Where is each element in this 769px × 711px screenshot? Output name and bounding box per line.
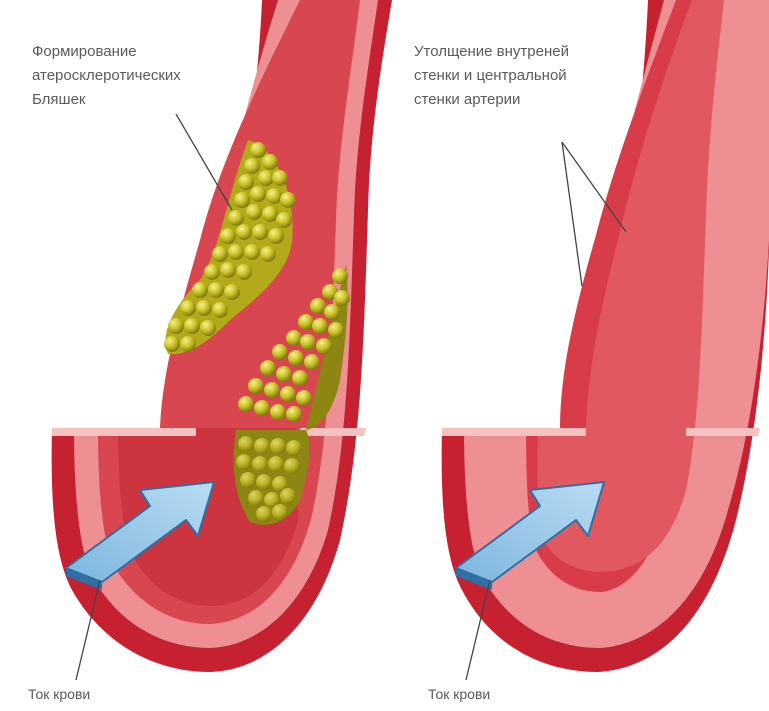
plaque-formation-label: Формирование атеросклеротических Бляшек (32, 40, 222, 112)
right-artery-cut-rim (442, 428, 586, 436)
right-thickening-leader-line-2 (562, 142, 582, 286)
right-blood-flow-label: Ток крови (428, 682, 490, 706)
wall-thickening-label: Утолщение внутреней стенки и центральной… (414, 40, 614, 112)
left-artery-cut-rim (52, 428, 196, 436)
left-plaque-leader-line (176, 114, 232, 210)
left-artery-cut-rim-right (300, 428, 366, 436)
right-artery-cut-rim-right (686, 428, 760, 436)
left-blood-flow-label: Ток крови (28, 682, 90, 706)
